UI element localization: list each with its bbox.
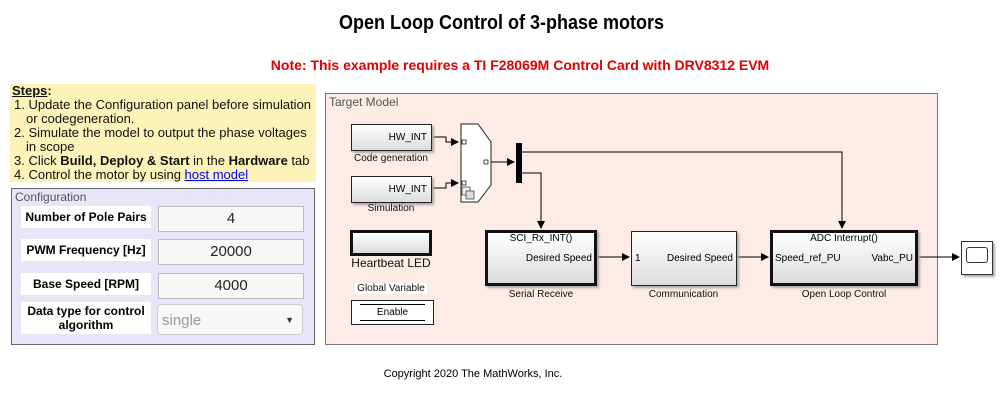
- step-3-hardware: Hardware: [228, 153, 288, 168]
- comm-out-port: Desired Speed: [666, 253, 733, 264]
- heartbeat-led-caption: Heartbeat LED: [351, 256, 431, 270]
- step-3-build: Build, Deploy & Start: [60, 153, 190, 168]
- heartbeat-led-block[interactable]: [350, 230, 432, 256]
- steps-panel: Steps: 1. Update the Configuration panel…: [10, 84, 316, 182]
- global-variable-label: Global Variable: [355, 283, 427, 294]
- step-3: 3. Click Build, Deploy & Start in the Ha…: [12, 154, 316, 168]
- step-1: 1. Update the Configuration panel before…: [14, 97, 312, 126]
- host-model-link[interactable]: host model: [184, 167, 249, 182]
- bus-selector-bar: [516, 143, 522, 183]
- data-type-dropdown[interactable]: single ▼: [157, 304, 303, 335]
- hardware-note: Note: This example requires a TI F28069M…: [270, 57, 770, 73]
- communication-block[interactable]: 1 Desired Speed: [631, 231, 737, 286]
- pole-pairs-label: Number of Pole Pairs: [21, 206, 151, 228]
- hw-int-label: HW_INT: [388, 132, 427, 143]
- enable-block[interactable]: Enable: [351, 300, 434, 325]
- page-title: Open Loop Control of 3-phase motors: [338, 12, 664, 34]
- step-4-text: 4. Control the motor by using: [14, 167, 185, 182]
- data-type-label: Data type for control algorithm: [21, 302, 151, 334]
- hw-int-codegen-block[interactable]: HW_INT: [351, 124, 432, 151]
- configuration-panel: Configuration Number of Pole Pairs 4 PWM…: [11, 188, 315, 345]
- chevron-down-icon: ▼: [285, 315, 294, 325]
- pwm-frequency-label: PWM Frequency [Hz]: [21, 239, 151, 261]
- olc-trigger-port: ADC Interrupt(): [810, 233, 878, 244]
- simulation-caption: Simulation: [367, 203, 415, 214]
- serial-trigger-port: SCI_Rx_INT(): [509, 233, 573, 244]
- hw-int-simulation-block[interactable]: HW_INT: [351, 176, 432, 203]
- config-title: Configuration: [15, 190, 87, 204]
- serial-receive-caption: Serial Receive: [508, 289, 574, 300]
- hw-int-label: HW_INT: [388, 184, 427, 195]
- step-2: 2. Simulate the model to output the phas…: [14, 125, 307, 154]
- merge-block: [460, 123, 492, 203]
- comm-in-port: 1: [635, 253, 641, 264]
- olc-in-port: Speed_ref_PU: [775, 253, 841, 264]
- olc-out-port: Vabc_PU: [871, 253, 913, 264]
- serial-receive-block[interactable]: SCI_Rx_INT() Desired Speed: [485, 230, 597, 286]
- copyright: Copyright 2020 The MathWorks, Inc.: [383, 368, 563, 380]
- data-type-value: single: [162, 312, 202, 329]
- step-3-text2: in the: [189, 153, 229, 168]
- base-speed-label: Base Speed [RPM]: [21, 273, 151, 295]
- pole-pairs-input[interactable]: 4: [158, 206, 304, 232]
- communication-caption: Communication: [648, 289, 719, 300]
- open-loop-control-block[interactable]: ADC Interrupt() Speed_ref_PU Vabc_PU: [770, 230, 918, 286]
- enable-label: Enable: [376, 307, 409, 318]
- target-model-title: Target Model: [329, 95, 399, 109]
- step-3-text3: tab: [287, 153, 310, 168]
- scope-icon: [966, 247, 988, 263]
- scope-block[interactable]: [961, 241, 993, 275]
- open-loop-control-caption: Open Loop Control: [801, 289, 887, 300]
- step-3-text: 3. Click: [14, 153, 61, 168]
- code-generation-caption: Code generation: [354, 153, 428, 164]
- serial-out-port: Desired Speed: [525, 253, 592, 264]
- step-4: 4. Control the motor by using host model: [12, 168, 316, 182]
- steps-colon: :: [47, 83, 52, 98]
- base-speed-input[interactable]: 4000: [158, 273, 304, 299]
- pwm-frequency-input[interactable]: 20000: [158, 239, 304, 265]
- steps-heading: Steps: [12, 83, 48, 98]
